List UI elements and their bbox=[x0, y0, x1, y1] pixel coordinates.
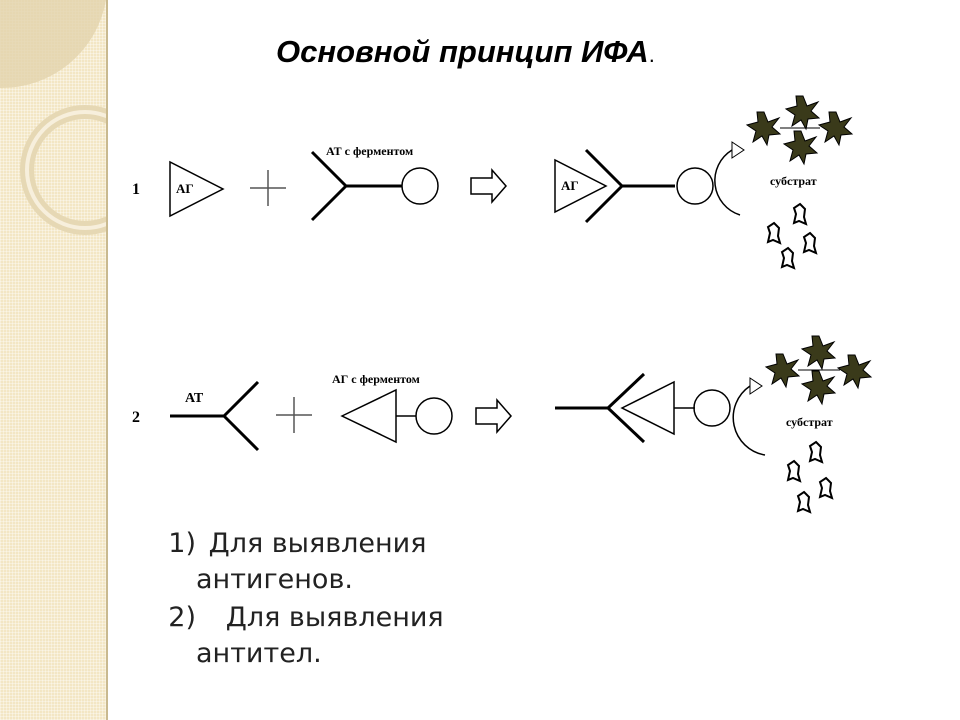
arrow-right-icon bbox=[470, 168, 507, 204]
sidebar-circles-ornament bbox=[0, 0, 106, 235]
elisa-principle-diagram: 1 АГ АТ с ферментом АГ bbox=[132, 95, 872, 513]
list-item-antigens: 1) Для выявления антигенов. bbox=[150, 526, 426, 598]
slide-title: Основной принцип ИФА. bbox=[276, 34, 655, 69]
antibody-antigen-complex-icon bbox=[555, 372, 766, 456]
antigen-antibody-complex-icon bbox=[554, 141, 745, 224]
list-number: 1) bbox=[168, 528, 196, 559]
enzyme-antibody-icon bbox=[310, 150, 439, 222]
enzyme-antigen-icon bbox=[340, 388, 453, 444]
result-antigen-label: АГ bbox=[561, 178, 579, 193]
row-2: 2 АТ АГ с ферментом bbox=[132, 335, 872, 513]
antigen-label: АГ bbox=[176, 181, 194, 196]
substrate-crystals-icon bbox=[767, 203, 817, 269]
list-text-line2: антигенов. bbox=[196, 564, 353, 595]
list-text-line1: Для выявления bbox=[208, 528, 427, 559]
row-1: 1 АГ АТ с ферментом АГ bbox=[132, 95, 853, 269]
list-item-antibodies: 2) Для выявления антител. bbox=[150, 600, 444, 672]
row-number-1: 1 bbox=[132, 181, 140, 198]
substrate-label: субстрат bbox=[786, 415, 833, 429]
sidebar-divider bbox=[106, 0, 108, 720]
product-stars-icon bbox=[746, 95, 853, 165]
list-number: 2) bbox=[168, 602, 196, 633]
plus-icon bbox=[250, 170, 286, 206]
list-text-line2: антител. bbox=[196, 638, 322, 669]
substrate-label: субстрат bbox=[770, 174, 817, 188]
antibody-label: АТ bbox=[185, 391, 204, 406]
plus-icon bbox=[276, 397, 312, 433]
conjugate-label: АТ с ферментом bbox=[326, 144, 413, 158]
arrow-right-icon bbox=[475, 398, 512, 434]
antigen-triangle-icon bbox=[169, 160, 225, 218]
row-number-2: 2 bbox=[132, 409, 140, 426]
list-text-line1: Для выявления bbox=[208, 602, 444, 633]
product-stars-icon bbox=[765, 335, 872, 405]
antibody-icon bbox=[170, 380, 260, 452]
conjugate-label: АГ с ферментом bbox=[332, 372, 420, 386]
substrate-crystals-icon bbox=[787, 441, 833, 513]
